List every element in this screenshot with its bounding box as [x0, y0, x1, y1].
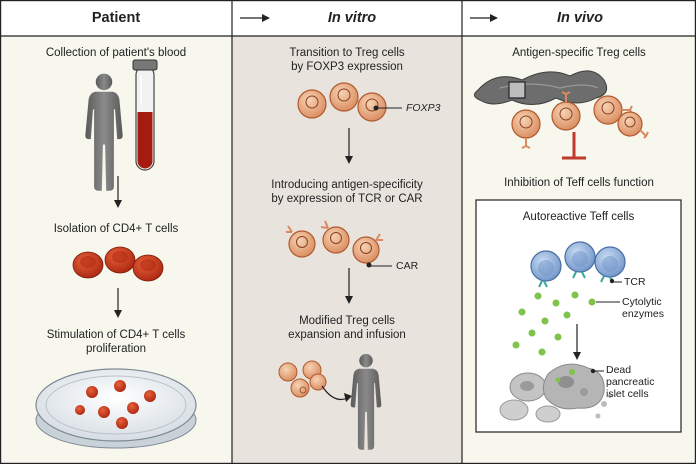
in-vitro-column-bg	[232, 0, 462, 464]
tcr-label: TCR	[624, 276, 646, 288]
autoreactive-teff-title: Autoreactive Teff cells	[522, 211, 635, 223]
patient-step-isolation: Isolation of CD4+ T cells	[53, 223, 179, 235]
in-vitro-step-expansion-line2: expansion and infusion	[288, 329, 406, 341]
arrow-in-vitro-1	[345, 128, 353, 164]
in-vitro-column-title: In vitro	[327, 10, 377, 26]
header-arrow-in-vivo	[470, 14, 498, 22]
in-vitro-step-transition-line2: by FOXP3 expression	[291, 61, 403, 73]
pancreas-icon	[474, 70, 608, 105]
inhibition-symbol	[562, 132, 586, 160]
isolated-cd4-cells-icon	[72, 246, 164, 282]
car-treg-cells-icon	[286, 220, 392, 268]
in-vivo-inhibition-label: Inhibition of Teff cells function	[504, 177, 654, 189]
in-vitro-step-antigen-line2: by expression of TCR or CAR	[271, 193, 423, 205]
dead-cells-label-line2: pancreatic	[606, 376, 655, 388]
patient-column-title: Patient	[91, 10, 141, 26]
blood-tube-icon	[132, 59, 158, 171]
patient-step-blood-collection: Collection of patient's blood	[45, 47, 187, 59]
arrow-patient-1	[114, 176, 122, 208]
in-vitro-step-transition-line1: Transition to Treg cells	[289, 47, 405, 59]
header-band	[0, 0, 696, 36]
treg-cells-foxp3-icon	[297, 82, 402, 122]
patient-step-stimulation-line2: proliferation	[85, 343, 147, 355]
arrow-patient-2	[114, 288, 122, 318]
foxp3-label: FOXP3	[406, 102, 441, 114]
in-vivo-step-antigen-specific: Antigen-specific Treg cells	[512, 47, 646, 59]
cytolytic-label-line1: Cytolytic	[622, 296, 662, 308]
header-arrow-in-vitro	[240, 14, 270, 22]
dead-cells-label-line3: islet cells	[606, 388, 649, 400]
cytolytic-enzymes-icon	[512, 291, 620, 356]
infusion-cells-icon	[278, 360, 327, 398]
teff-cells-icon	[530, 241, 626, 288]
antigen-specific-treg-icon	[511, 91, 649, 149]
car-label: CAR	[396, 260, 419, 272]
in-vitro-step-antigen-line1: Introducing antigen-specificity	[271, 179, 423, 191]
in-vitro-step-expansion-line1: Modified Treg cells	[299, 315, 395, 327]
dead-cells-label-line1: Dead	[606, 364, 632, 376]
petri-dish-icon	[35, 368, 197, 449]
in-vivo-column-title: In vivo	[557, 10, 603, 26]
cytolytic-label-line2: enzymes	[622, 308, 665, 320]
dead-islet-cells-icon	[499, 363, 612, 423]
infusion-arrow	[321, 385, 352, 402]
patient-step-stimulation-line1: Stimulation of CD4+ T cells	[46, 329, 186, 341]
arrow-in-vitro-2	[345, 268, 353, 304]
arrow-in-vivo-box	[573, 324, 581, 360]
